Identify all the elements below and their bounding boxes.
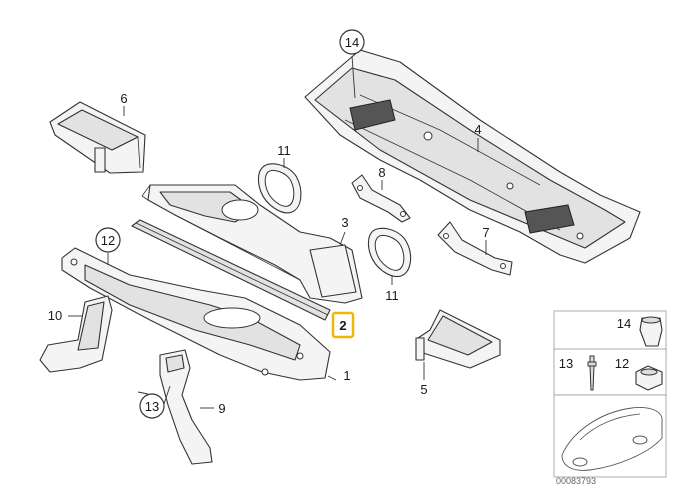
svg-text:14: 14 (345, 35, 359, 50)
document-number: 00083793 (556, 476, 596, 485)
nut-icon (635, 365, 663, 391)
part-8-bracket (351, 174, 411, 223)
part-3-housing (141, 184, 363, 304)
callout-8: 8 (378, 165, 385, 180)
legend-label-13: 13 (559, 356, 573, 371)
part-4-grille-left (349, 99, 396, 131)
rivet-icon (587, 355, 597, 391)
part-2-seal-strip (131, 219, 331, 321)
svg-text:2: 2 (339, 318, 346, 333)
svg-text:12: 12 (101, 233, 115, 248)
callout-9: 9 (218, 401, 225, 416)
callout-11-upper: 11 (277, 143, 291, 158)
part-4-grille-right (524, 204, 575, 234)
part-11-seal-upper (257, 163, 302, 214)
callout-2-highlighted: 2 (331, 311, 355, 339)
callout-5: 5 (420, 382, 427, 397)
svg-text:13: 13 (145, 399, 159, 414)
callout-6: 6 (120, 91, 127, 106)
callout-14: 14 (339, 29, 365, 55)
callout-1: 1 (343, 368, 350, 383)
part-11-seal-lower (367, 227, 412, 278)
callout-10: 10 (48, 308, 62, 323)
car-location-icon (561, 407, 663, 471)
part-7-bracket (437, 221, 513, 276)
callout-7: 7 (482, 225, 489, 240)
callout-12: 12 (95, 227, 121, 253)
callout-11-lower: 11 (385, 288, 399, 303)
hardware-legend: 14 13 12 (553, 310, 667, 478)
part-5-tray (415, 309, 501, 369)
callout-3: 3 (341, 215, 348, 230)
part-1-bulkhead-bracket (61, 247, 331, 381)
legend-label-14: 14 (617, 316, 631, 331)
part-6-air-duct (49, 101, 146, 174)
part-9-duct (159, 349, 213, 465)
part-4-cowl-panel (304, 49, 641, 264)
leader-lines (68, 55, 487, 409)
callout-13: 13 (139, 393, 165, 419)
legend-label-12: 12 (615, 356, 629, 371)
callout-4: 4 (474, 122, 481, 137)
clip-icon (639, 316, 663, 347)
part-10-duct (39, 295, 113, 373)
